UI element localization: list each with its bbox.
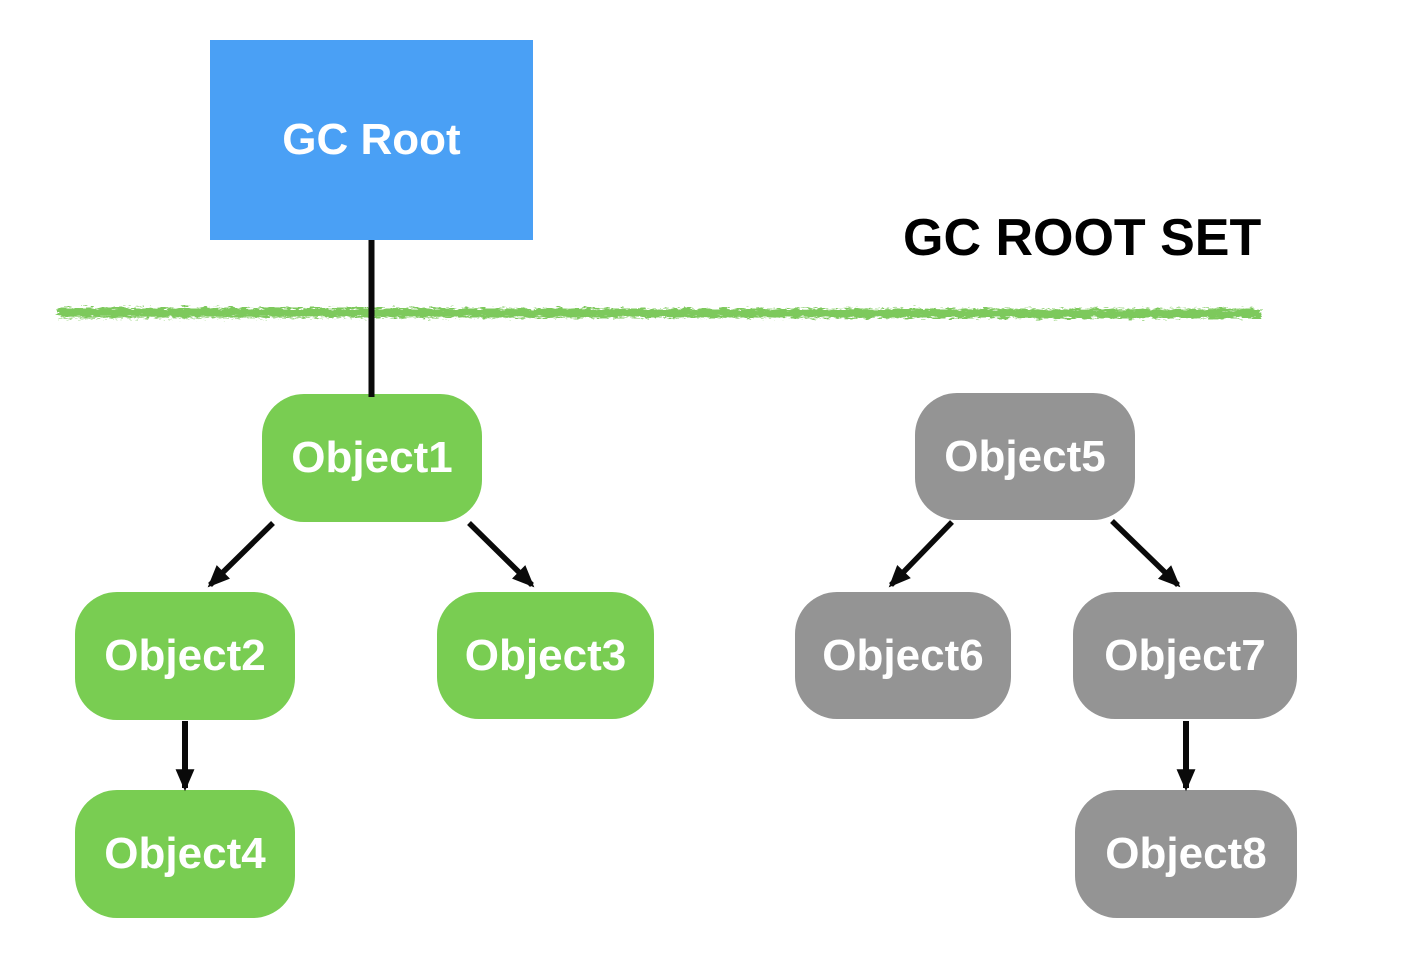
node-object4: Object4 — [75, 790, 295, 918]
gc-root-set-title: GC ROOT SET — [903, 209, 1262, 267]
node-object8-label: Object8 — [1105, 829, 1267, 878]
node-object2-label: Object2 — [104, 631, 266, 680]
edge-object5-object6 — [888, 520, 954, 588]
node-object1: Object1 — [262, 394, 482, 522]
node-object5-label: Object5 — [944, 431, 1106, 481]
node-object4-label: Object4 — [104, 829, 266, 878]
node-object2: Object2 — [75, 592, 295, 720]
node-gc-root-label: GC Root — [282, 115, 461, 164]
node-object8: Object8 — [1075, 790, 1297, 918]
node-object7-label: Object7 — [1104, 630, 1266, 680]
node-object5: Object5 — [915, 393, 1135, 520]
edge-object1-object2 — [207, 521, 275, 588]
node-object3-label: Object3 — [464, 630, 627, 680]
boundary-squiggle-line — [57, 307, 1262, 319]
node-object1-label: Object1 — [291, 433, 453, 482]
boundary-squiggle-texture — [59, 309, 1260, 318]
node-object6: Object6 — [795, 592, 1011, 719]
edge-object1-object3 — [467, 521, 535, 588]
node-gc-root: GC Root — [210, 40, 533, 240]
node-object7: Object7 — [1073, 592, 1297, 719]
edge-object5-object7 — [1110, 519, 1181, 588]
node-object3: Object3 — [437, 592, 654, 719]
node-object6-label: Object6 — [822, 630, 984, 680]
